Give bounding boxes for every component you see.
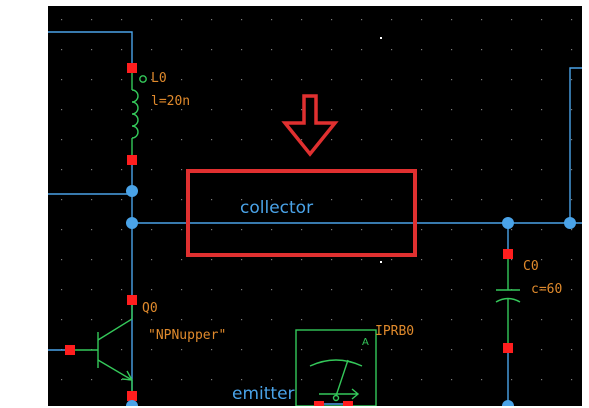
grid-marker: [380, 261, 382, 263]
net-label-emitter[interactable]: emitter: [232, 384, 295, 404]
capacitor-param: c=60: [531, 282, 562, 297]
junction[interactable]: [126, 185, 138, 197]
pin-probe-left[interactable]: [314, 401, 324, 406]
junction[interactable]: [126, 400, 138, 406]
inductor-name: L0: [151, 71, 167, 86]
schematic-canvas[interactable]: L0 l=20n collector C0 c=60 Q0 "NPNupper"…: [48, 6, 582, 406]
junction[interactable]: [502, 217, 514, 229]
capacitor-name: C0: [523, 259, 539, 274]
junction[interactable]: [502, 400, 514, 406]
pin-l0-top[interactable]: [127, 63, 137, 73]
pin-q0-emitter[interactable]: [127, 391, 137, 401]
wire-top-left[interactable]: [48, 31, 133, 68]
pin-l0-bottom[interactable]: [127, 155, 137, 165]
down-arrow-icon: [281, 94, 339, 157]
junction[interactable]: [564, 217, 576, 229]
inductor-param: l=20n: [151, 94, 190, 109]
probe-pin-label: A: [362, 337, 369, 348]
pin-q0-collector[interactable]: [127, 295, 137, 305]
collector-highlight-box: [186, 169, 417, 257]
wire-right[interactable]: [569, 67, 582, 223]
pin-q0-base[interactable]: [65, 345, 75, 355]
pins: [65, 63, 513, 406]
transistor-name: Q0: [142, 301, 158, 316]
grid-marker: [380, 37, 382, 39]
net-label-collector[interactable]: collector: [240, 198, 313, 218]
npn-transistor-symbol[interactable]: [74, 302, 133, 396]
capacitor-symbol[interactable]: [495, 256, 521, 348]
junctions: [126, 185, 576, 406]
pin-c0-bottom[interactable]: [503, 343, 513, 353]
inductor-symbol[interactable]: [131, 72, 147, 158]
junction[interactable]: [126, 217, 138, 229]
pin-probe-right[interactable]: [343, 401, 353, 406]
current-probe-symbol[interactable]: [295, 329, 377, 406]
probe-name: IPRB0: [375, 324, 414, 339]
pin-c0-top[interactable]: [503, 249, 513, 259]
transistor-model: "NPNupper": [148, 328, 226, 343]
